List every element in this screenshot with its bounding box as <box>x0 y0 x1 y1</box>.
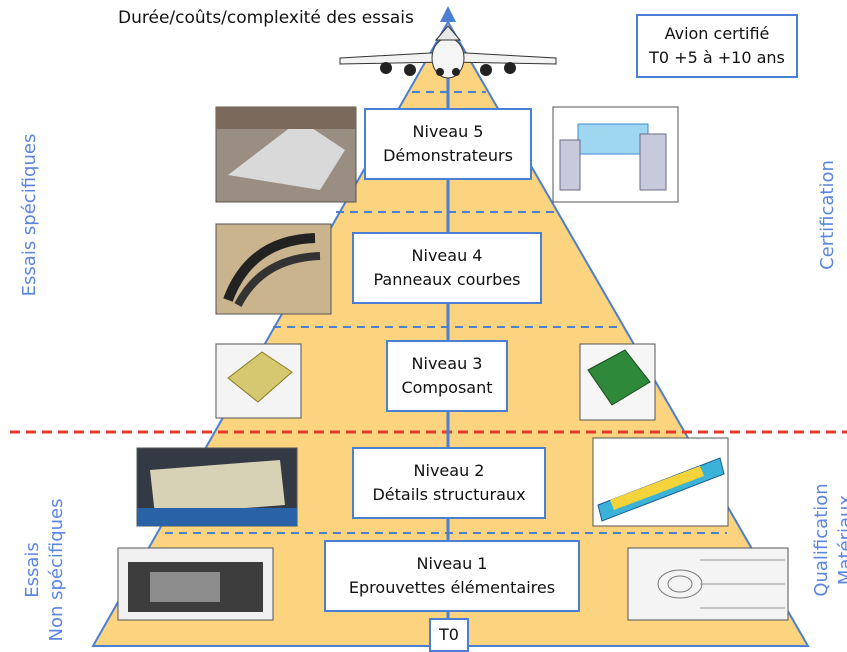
left-label-line2: Non spécifiques <box>46 498 67 642</box>
level-3-box: Niveau 3 Composant <box>386 340 508 412</box>
left-label-line1: Essais <box>22 542 43 598</box>
level-1-box: Niveau 1 Eprouvettes élémentaires <box>324 540 580 612</box>
left-label-specific: Essais spécifiques <box>19 133 40 297</box>
right-label-qualification: Qualification Matériaux <box>810 483 847 596</box>
level-title: Niveau 2 <box>413 461 485 480</box>
photo-fem-detail <box>592 437 729 527</box>
photo-fem-mesh <box>627 547 789 621</box>
level-title: Niveau 1 <box>416 554 488 573</box>
arrow-up-icon <box>440 6 456 22</box>
level-4-box: Niveau 4 Panneaux courbes <box>352 232 542 304</box>
t0-label: T0 <box>439 625 459 644</box>
level-5-box: Niveau 5 Démonstrateurs <box>364 108 532 180</box>
level-subtitle: Composant <box>401 378 493 397</box>
photo-demonstrator <box>215 106 357 203</box>
right-label-line1: Qualification <box>811 483 832 597</box>
axis-label: Durée/coûts/complexité des essais <box>118 8 414 28</box>
photo-coupon <box>117 547 274 621</box>
right-label-certification: Certification <box>817 160 838 270</box>
level-subtitle: Détails structuraux <box>372 485 526 504</box>
photo-fem-demonstrator <box>552 106 679 203</box>
photo-component <box>215 343 302 419</box>
airplane-icon <box>339 25 557 79</box>
level-title: Niveau 5 <box>412 122 484 141</box>
level-title: Niveau 3 <box>411 354 483 373</box>
t0-box: T0 <box>429 618 469 652</box>
photo-curved-panels <box>215 223 332 315</box>
level-subtitle: Eprouvettes élémentaires <box>348 578 556 597</box>
photo-fem-component <box>579 343 656 421</box>
certified-line1: Avion certifié <box>664 24 770 43</box>
left-label-nonspecific: Essais Non spécifiques <box>21 498 69 641</box>
certified-box: Avion certifié T0 +5 à +10 ans <box>636 14 798 78</box>
photo-structural-detail <box>136 447 298 527</box>
level-subtitle: Démonstrateurs <box>383 146 513 165</box>
level-2-box: Niveau 2 Détails structuraux <box>352 447 546 519</box>
level-title: Niveau 4 <box>411 246 483 265</box>
right-label-line2: Matériaux <box>835 494 847 586</box>
level-subtitle: Panneaux courbes <box>373 270 521 289</box>
certified-line2: T0 +5 à +10 ans <box>649 48 785 67</box>
